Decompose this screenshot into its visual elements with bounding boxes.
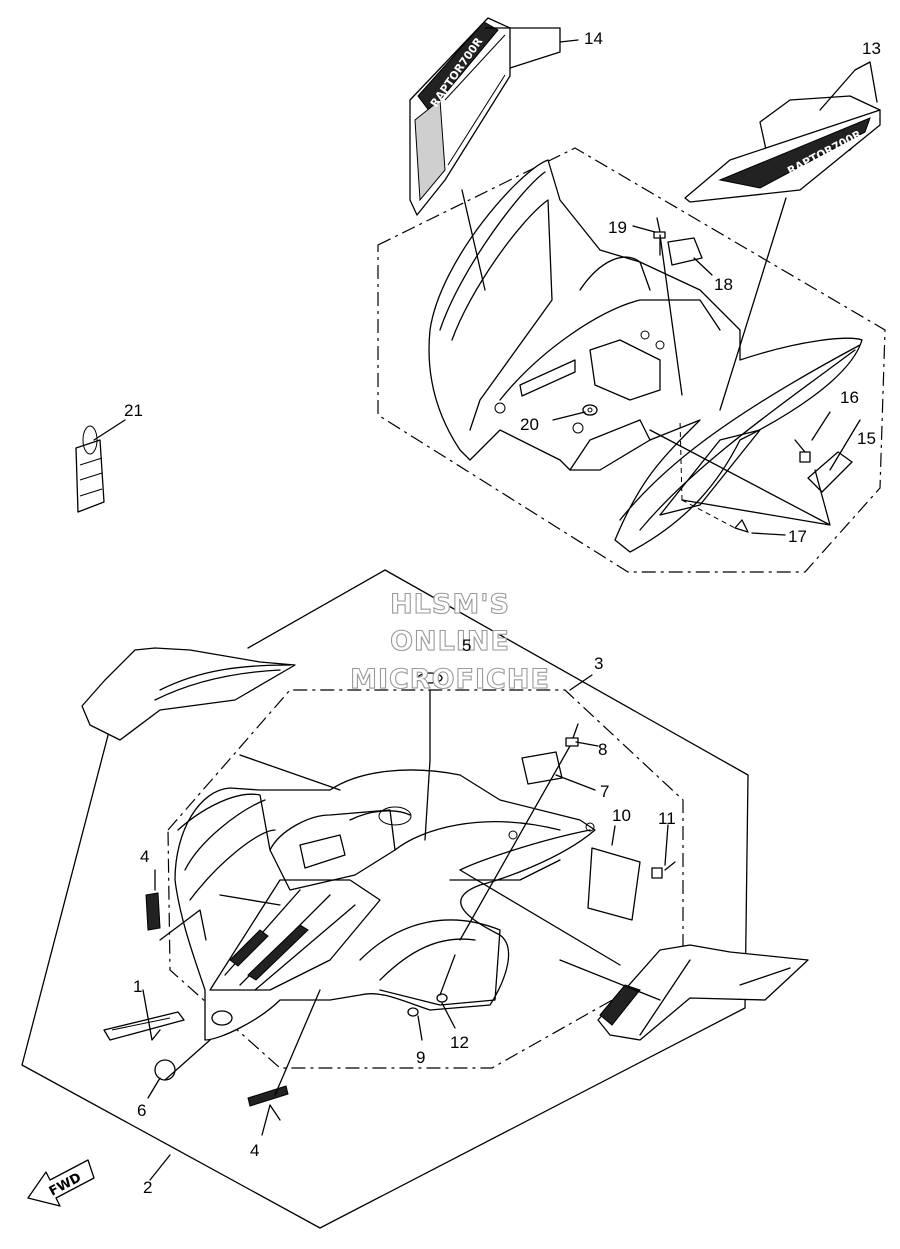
side-decal-14: RAPTOR700R: [409, 17, 511, 216]
callout-14: 14: [584, 29, 603, 48]
front-inner-boundary: [167, 689, 684, 1069]
front-group-outline: [21, 569, 749, 1229]
callout-20: 20: [520, 415, 539, 434]
tag-21: [75, 419, 126, 513]
label-7: [521, 751, 563, 785]
callout-7: 7: [600, 782, 609, 801]
bolt-11: [651, 861, 676, 879]
callout-6: 6: [137, 1101, 146, 1120]
callout-18: 18: [714, 275, 733, 294]
bolt-16: [794, 439, 811, 463]
nut-20: [582, 404, 598, 416]
front-fender-assembly: FWD: [21, 569, 809, 1229]
strip-4b: [247, 1085, 289, 1107]
callout-19: 19: [608, 218, 627, 237]
front-fender-body: [174, 769, 596, 1041]
rear-fender-body: [428, 159, 863, 553]
callout-13: 13: [862, 39, 881, 58]
callout-15: 15: [857, 429, 876, 448]
callout-labels: 14 13 19 18 21 16 20 15 17 5 3 8 7 10 11…: [124, 29, 881, 1197]
callout-3: 3: [594, 654, 603, 673]
strip-4a: [145, 892, 161, 931]
nut-9: [407, 1007, 419, 1017]
callout-4b: 4: [250, 1141, 259, 1160]
bolt-8: [565, 723, 579, 747]
upper-leader-lines: [461, 27, 878, 536]
front-left-decal: [81, 647, 296, 741]
label-10: [587, 847, 641, 921]
rear-group-boundary: [377, 147, 886, 573]
rear-fender-assembly: RAPTOR700R RAPTOR700R: [75, 17, 886, 573]
callout-9: 9: [416, 1048, 425, 1067]
emblem-5: [417, 672, 443, 684]
front-right-decal: [597, 944, 809, 1041]
nut-12: [436, 993, 448, 1003]
bolt-19: [653, 217, 666, 256]
lower-leader-lines: [142, 674, 669, 1181]
callout-11: 11: [658, 809, 676, 828]
rear-decal-13: RAPTOR700R: [684, 95, 881, 203]
callout-5: 5: [462, 636, 471, 655]
watermark-line-3: MICROFICHE: [350, 664, 550, 695]
callout-17: 17: [788, 527, 807, 546]
clip-17: [734, 519, 749, 533]
watermark: HLSM'S ONLINE MICROFICHE: [350, 588, 550, 695]
callout-16: 16: [840, 388, 859, 407]
watermark-line-1: HLSM'S: [390, 589, 510, 620]
callout-12: 12: [450, 1033, 469, 1052]
callout-21: 21: [124, 401, 143, 420]
watermark-line-2: ONLINE: [390, 626, 510, 657]
callout-10: 10: [612, 806, 631, 825]
callout-1: 1: [133, 977, 142, 996]
callout-4a: 4: [140, 847, 149, 866]
forward-arrow-icon: FWD: [27, 1159, 95, 1207]
callout-8: 8: [598, 740, 607, 759]
emblem-6: [154, 1059, 176, 1081]
callout-2: 2: [143, 1178, 152, 1197]
label-15: [807, 451, 853, 493]
badge-1: [103, 1011, 185, 1041]
